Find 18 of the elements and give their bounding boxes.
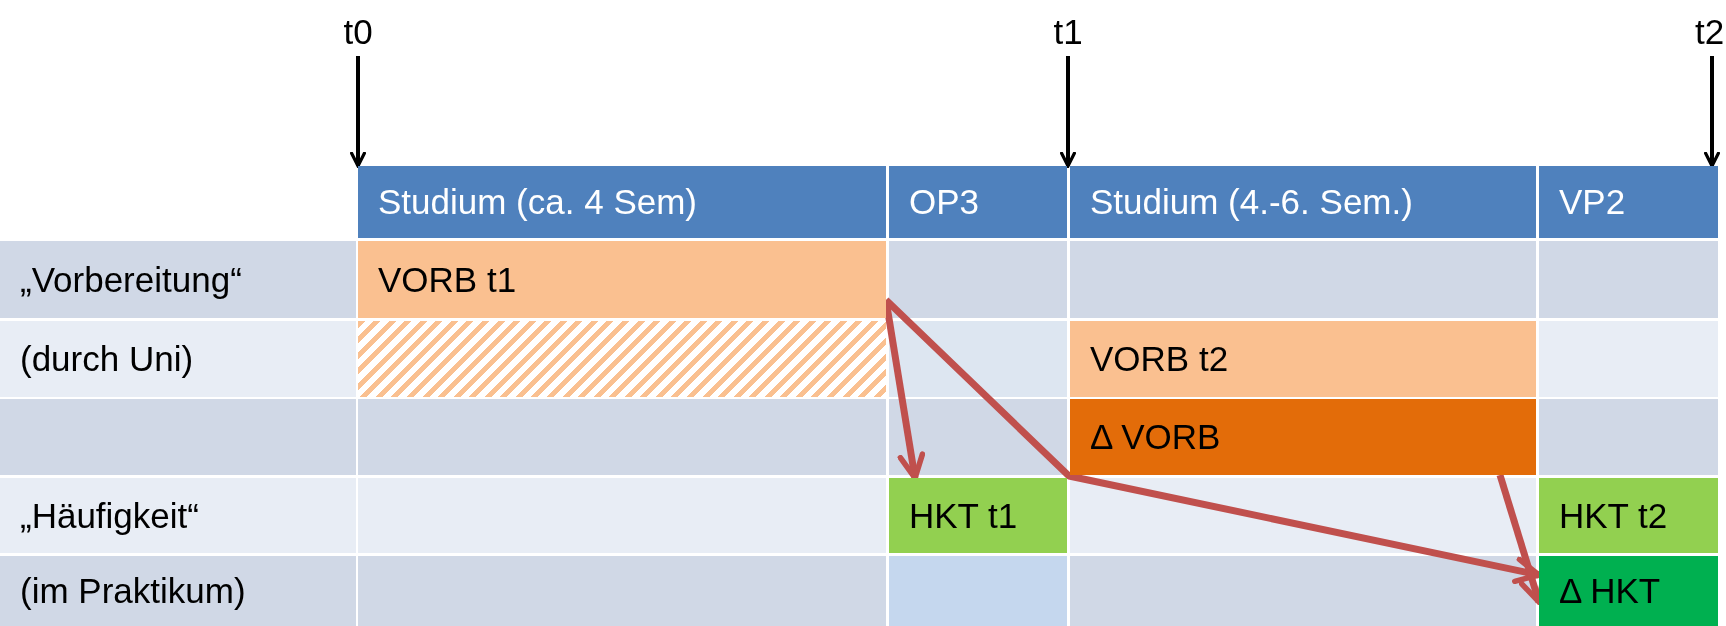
measure-cell: HKT t1 (889, 478, 1067, 553)
hatched-bar (358, 321, 886, 397)
phase-header: Studium (4.-6. Sem.) (1070, 166, 1536, 238)
time-label: t0 (343, 12, 373, 52)
phase-header: VP2 (1539, 166, 1718, 238)
arrow (883, 297, 1542, 585)
phase-header: Studium (ca. 4 Sem) (358, 166, 886, 238)
arrow (1704, 56, 1720, 168)
measure-cell: VORB t2 (1070, 321, 1536, 397)
measure-cell: HKT t2 (1539, 478, 1718, 553)
measure-cell: Δ HKT (1539, 556, 1718, 626)
measure-cell: Δ VORB (1070, 399, 1536, 475)
time-label: t2 (1695, 12, 1725, 52)
time-label: t1 (1053, 12, 1083, 52)
arrow (350, 56, 366, 168)
phase-header: OP3 (889, 166, 1067, 238)
measure-cell: VORB t1 (358, 241, 886, 318)
arrow (1060, 56, 1076, 168)
